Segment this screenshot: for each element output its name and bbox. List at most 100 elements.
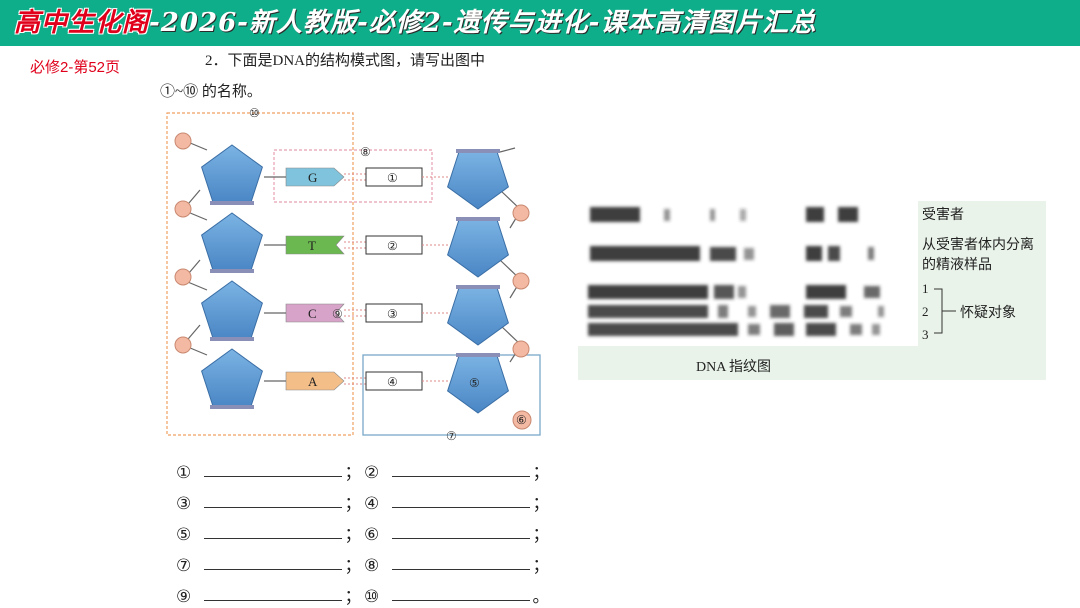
label-5: ⑤ — [469, 376, 480, 390]
answer-separator: ； — [532, 556, 550, 575]
answer-separator: ； — [344, 525, 362, 544]
left-backbone — [182, 139, 208, 356]
answer-number: ③ — [176, 494, 192, 513]
answer-separator: ； — [344, 494, 362, 513]
label-sample-line-1: 从受害者体内分离 — [922, 238, 1034, 253]
base-letter: C — [308, 306, 317, 321]
right-deoxyribose — [447, 150, 509, 210]
answer-number: ⑥ — [364, 525, 380, 544]
answer-blank[interactable] — [392, 475, 530, 477]
answer-blank[interactable] — [204, 599, 342, 601]
answer-separator: ； — [532, 463, 550, 482]
left-strand — [174, 132, 263, 409]
partner-number: ① — [387, 171, 398, 185]
right-deoxyribose — [447, 218, 509, 278]
answer-blank[interactable] — [204, 475, 342, 477]
answer-row: ⑦；⑧； — [176, 545, 552, 576]
phosphate-6 — [512, 410, 532, 430]
dna-fingerprint-panel: 受害者 从受害者体内分离 的精液样品 1 2 3 怀疑对象 DNA 指纹图 — [578, 201, 1046, 380]
base-block — [285, 371, 345, 391]
base-block — [285, 167, 345, 187]
answer-blank[interactable] — [392, 506, 530, 508]
answer-number: ⑨ — [176, 587, 192, 606]
base-block — [285, 235, 345, 255]
answer-blank[interactable] — [204, 537, 342, 539]
answer-separator: 。 — [532, 587, 550, 606]
partner-number: ④ — [387, 375, 398, 389]
answer-number: ① — [176, 463, 192, 482]
label-10: ⑩ — [249, 106, 260, 120]
answer-separator: ； — [532, 494, 550, 513]
box-10 — [166, 112, 354, 436]
left-phosphate — [174, 200, 192, 218]
box-7 — [362, 354, 541, 436]
partner-number: ③ — [387, 307, 398, 321]
base-letter: A — [308, 374, 318, 389]
label-6: ⑥ — [516, 413, 527, 427]
left-phosphate — [174, 336, 192, 354]
hydrogen-bonds — [344, 241, 366, 249]
right-strand — [447, 149, 530, 414]
label-8: ⑧ — [360, 145, 371, 159]
answer-row: ⑨ ；⑩ 。 — [176, 576, 552, 607]
lane-number-1: 1 — [922, 281, 929, 296]
answer-blank[interactable] — [204, 568, 342, 570]
answer-number: ⑧ — [364, 556, 380, 575]
answer-row: ⑤；⑥； — [176, 514, 552, 545]
banner-subtitle: -2026-新人教版-必修2-遗传与进化-课本高清图片汇总 — [149, 8, 817, 38]
left-phosphate — [174, 132, 192, 150]
right-deoxyribose — [447, 286, 509, 346]
answer-row: ③；④； — [176, 483, 552, 514]
suspect-bracket — [934, 288, 956, 334]
lane-number-3: 3 — [922, 327, 929, 342]
partner-number: ② — [387, 239, 398, 253]
base-letter: T — [308, 238, 316, 253]
answer-separator: ； — [344, 587, 362, 606]
hydrogen-bonds — [344, 309, 366, 317]
answer-blank[interactable] — [392, 537, 530, 539]
label-victim: 受害者 — [922, 208, 964, 223]
left-deoxyribose — [201, 348, 263, 408]
fingerprint-caption: DNA 指纹图 — [696, 360, 772, 375]
answer-separator: ； — [344, 463, 362, 482]
label-sample-line-2: 的精液样品 — [922, 258, 992, 273]
answer-number: ⑦ — [176, 556, 192, 575]
answer-number: ⑩ — [364, 587, 380, 606]
answer-blank[interactable] — [392, 568, 530, 570]
title-banner: 高中生化阁-2026-新人教版-必修2-遗传与进化-课本高清图片汇总 — [0, 0, 1080, 46]
label-9: ⑨ — [332, 307, 343, 321]
left-deoxyribose — [201, 280, 263, 340]
left-deoxyribose — [201, 212, 263, 272]
question-line-1: 2．下面是DNA的结构模式图，请写出图中 — [205, 53, 485, 69]
left-phosphate — [174, 268, 192, 286]
fingerprint-bands — [578, 201, 918, 346]
answer-blanks: ①；②；③；④；⑤；⑥；⑦；⑧；⑨；⑩。 — [176, 452, 552, 607]
right-phosphate — [512, 340, 530, 358]
hydrogen-bonds — [344, 173, 366, 181]
page-reference: 必修2-第52页 — [30, 59, 121, 76]
answer-blank[interactable] — [204, 506, 342, 508]
label-suspects: 怀疑对象 — [960, 306, 1016, 321]
answer-separator: ； — [344, 556, 362, 575]
answer-row: ①；②； — [176, 452, 552, 483]
answer-blank[interactable] — [392, 599, 530, 601]
label-7: ⑦ — [446, 429, 457, 443]
right-phosphate — [512, 204, 530, 222]
banner-brand: 高中生化阁 — [14, 8, 150, 38]
lane-number-2: 2 — [922, 304, 929, 319]
base-letter: G — [308, 170, 317, 185]
answer-number: ⑤ — [176, 525, 192, 544]
left-deoxyribose — [201, 144, 263, 204]
banner-title: 高中生化阁-2026-新人教版-必修2-遗传与进化-课本高清图片汇总 — [14, 2, 816, 44]
answer-number: ④ — [364, 494, 380, 513]
base-block — [285, 303, 345, 323]
answer-separator: ； — [532, 525, 550, 544]
right-phosphate — [512, 272, 530, 290]
question-line-2: ①~⑩ 的名称。 — [160, 84, 262, 100]
